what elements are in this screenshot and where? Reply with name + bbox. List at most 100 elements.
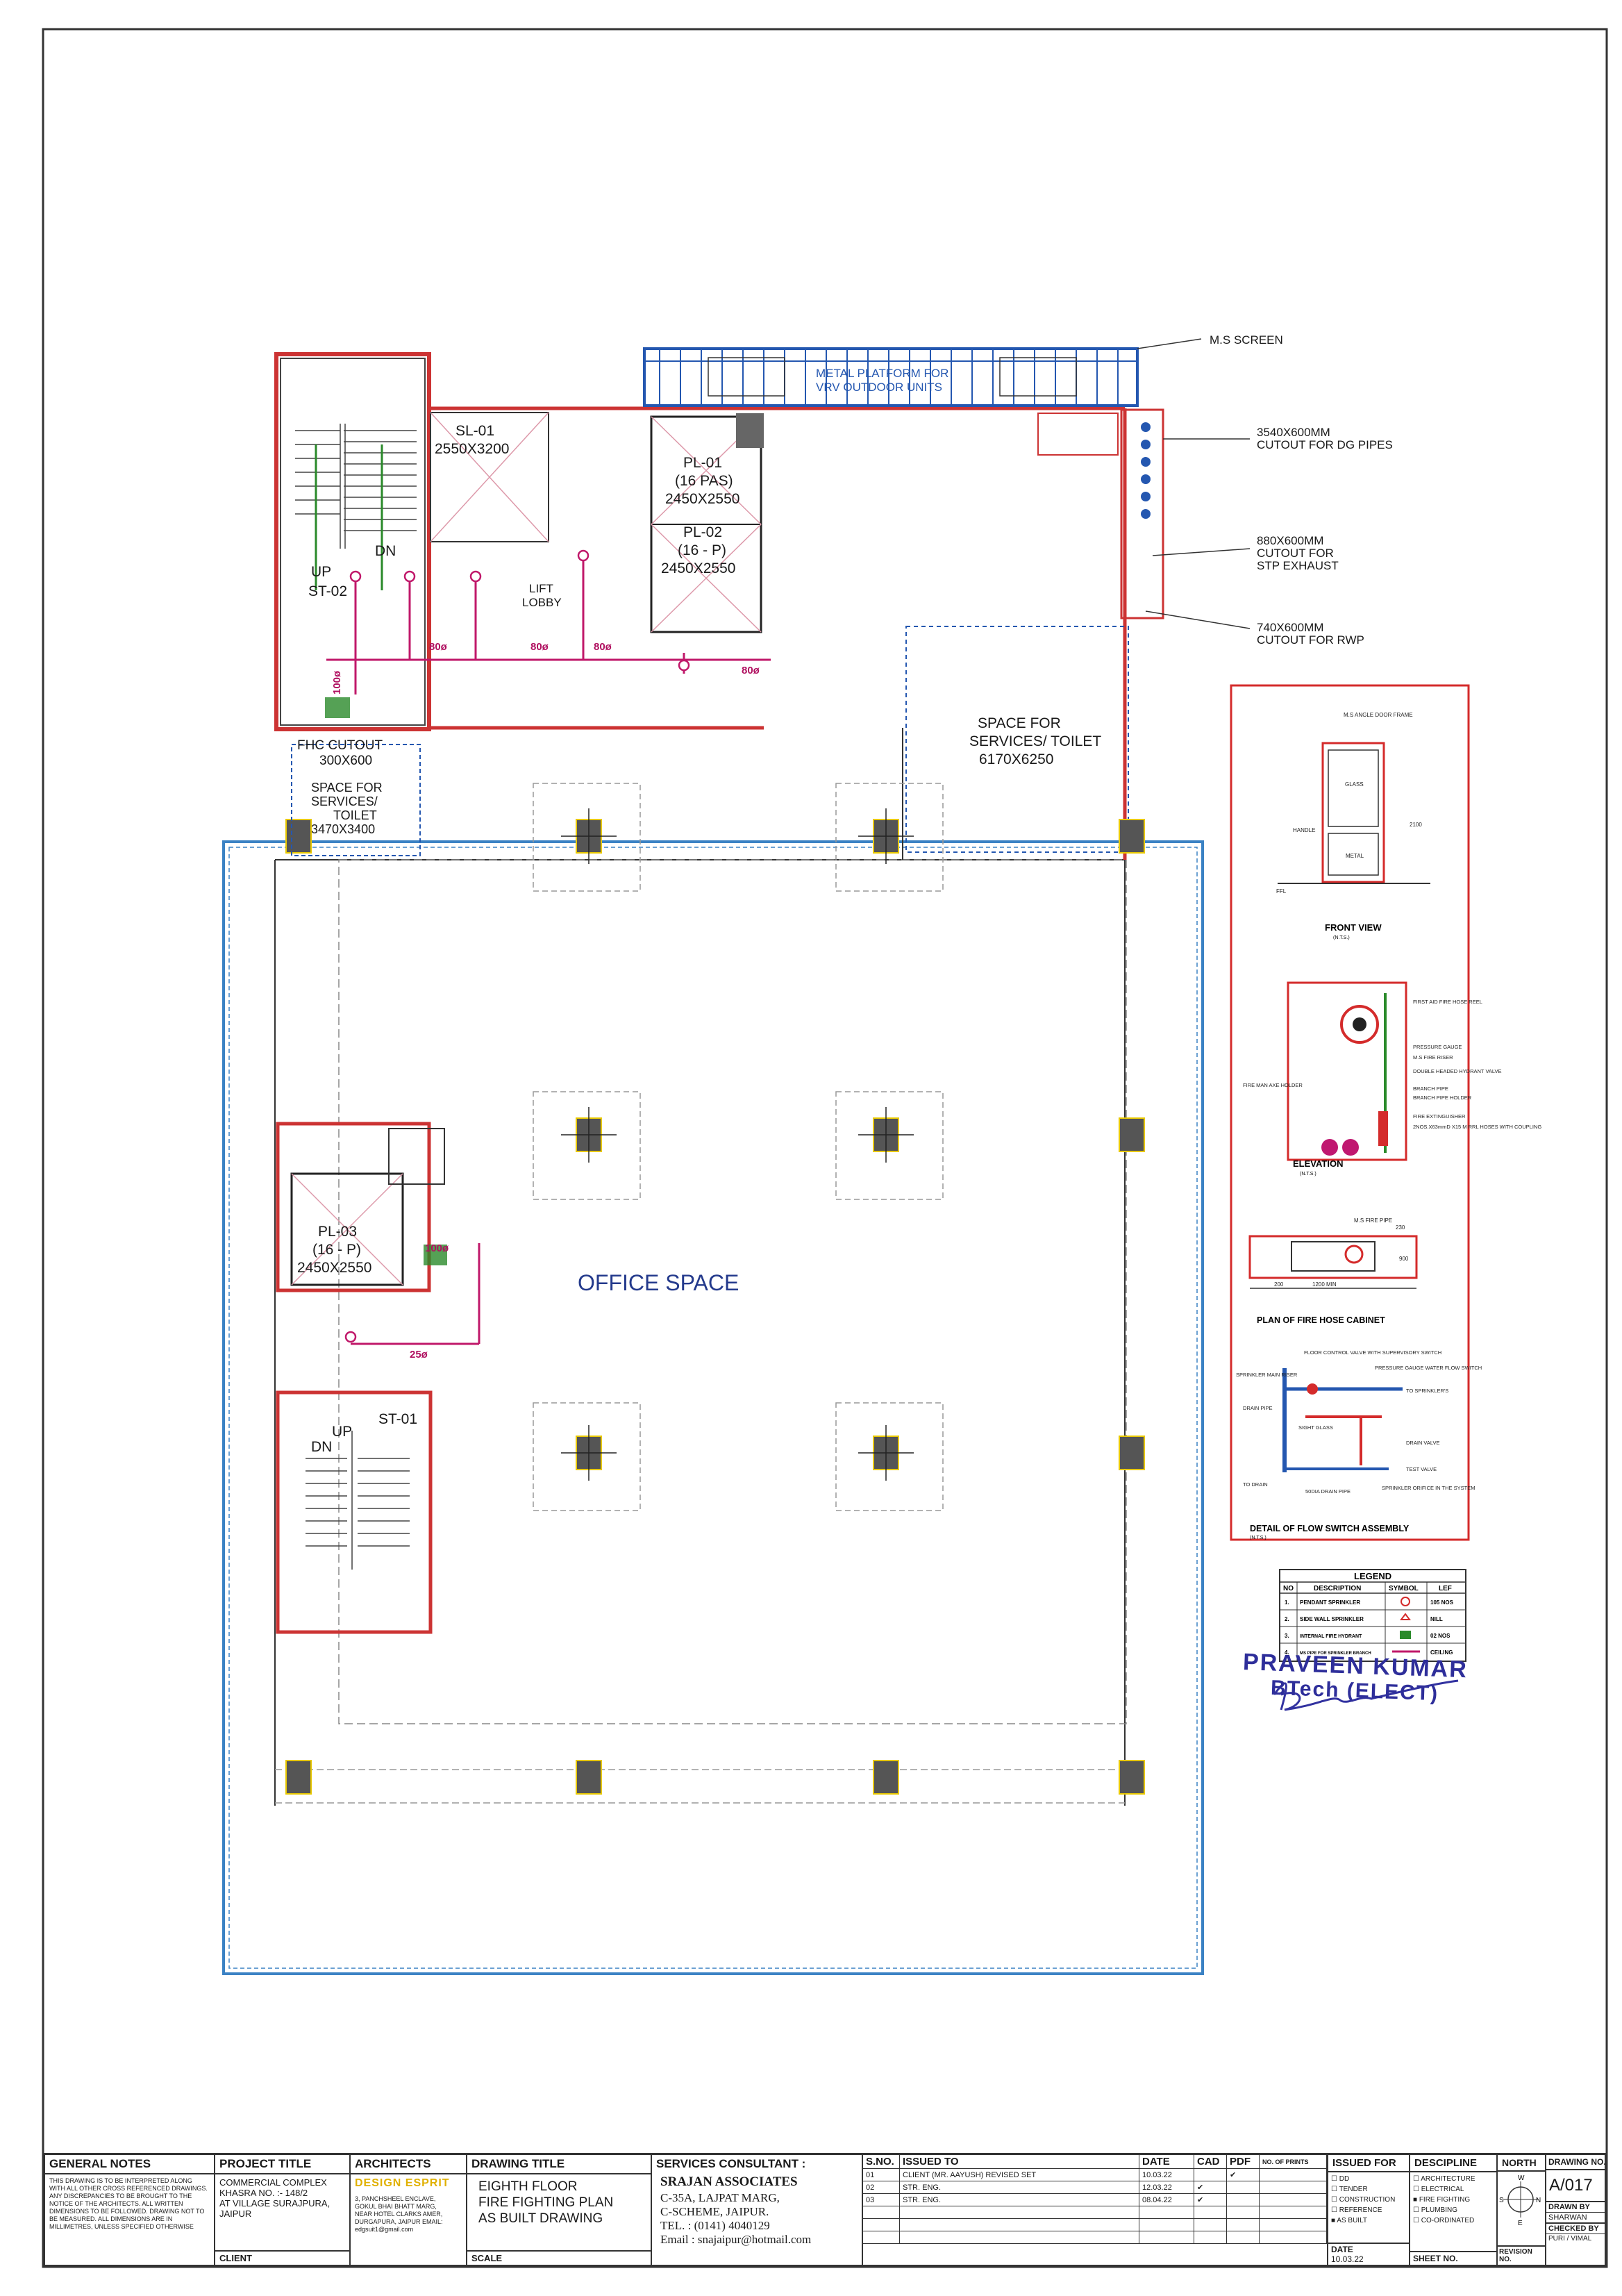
side-wall-sprinkler-icon bbox=[1400, 1613, 1411, 1620]
signature-block: PRAVEEN KUMAR BTech (ELECT) bbox=[1242, 1649, 1479, 1705]
north-compass-icon: W S E N bbox=[1499, 2174, 1541, 2227]
label-pl02-2: (16 - P) bbox=[678, 542, 726, 558]
legend-row-lef: 02 NOS bbox=[1430, 1633, 1450, 1639]
label-svc-big-3: 6170X6250 bbox=[979, 751, 1053, 767]
label-pl01-2: (16 PAS) bbox=[675, 473, 733, 489]
rev-prints bbox=[1259, 2181, 1327, 2194]
label-svc-big-2: SERVICES/ TOILET bbox=[969, 733, 1101, 749]
detail-branch-pipe: BRANCH PIPE bbox=[1413, 1085, 1448, 1092]
detail-metal: METAL bbox=[1346, 853, 1364, 859]
label-svc-small-3: TOILET bbox=[333, 808, 377, 822]
legend-title: LEGEND bbox=[1354, 1571, 1391, 1581]
pendant-sprinkler-icon bbox=[1401, 1597, 1410, 1606]
checkbox-filled-icon: ■ bbox=[1413, 2196, 1419, 2204]
project-title-text: COMMERCIAL COMPLEX KHASRA NO. :- 148/2 A… bbox=[219, 2177, 331, 2219]
legend-h-desc: DESCRIPTION bbox=[1314, 1585, 1361, 1592]
detail-plan-fhc: PLAN OF FIRE HOSE CABINET bbox=[1257, 1315, 1385, 1325]
consultant-tel: TEL. : (0141) 4040129 bbox=[660, 2219, 770, 2232]
rev-h-date: DATE bbox=[1139, 2155, 1194, 2169]
consultant-line-2: C-SCHEME, JAIPUR. bbox=[660, 2205, 769, 2218]
check-icon: ✔ bbox=[1194, 2181, 1227, 2194]
label-pipe-80-a: 80ø bbox=[429, 641, 448, 653]
detail-double-headed: DOUBLE HEADED HYDRANT VALVE bbox=[1413, 1068, 1502, 1074]
rev-pdf bbox=[1226, 2181, 1260, 2194]
discipline-architecture: ☐ ARCHITECTURE bbox=[1413, 2175, 1475, 2183]
label-sl01-2: 2550X3200 bbox=[435, 441, 509, 457]
label-metal-platform-2: VRV OUTDOOR UNITS bbox=[816, 381, 942, 394]
rev-to: STR. ENG. bbox=[899, 2193, 1139, 2206]
label-fhc-2: 300X600 bbox=[319, 754, 372, 768]
drawing-no: A/017 bbox=[1546, 2170, 1606, 2202]
label-pipe-25: 25ø bbox=[410, 1349, 428, 1361]
rev-h-sno: S.NO. bbox=[863, 2155, 900, 2169]
revision-table: S.NO. ISSUED TO DATE CAD PDF NO. OF PRIN… bbox=[863, 2155, 1328, 2265]
checkbox-icon: ☐ bbox=[1413, 2206, 1421, 2214]
sheet-border bbox=[42, 28, 1608, 2268]
detail-branch-holder: BRANCH PIPE HOLDER bbox=[1413, 1095, 1472, 1101]
detail-ms-fire-riser: M.S FIRE RISER bbox=[1413, 1054, 1453, 1060]
checkbox-icon: ☐ bbox=[1331, 2186, 1339, 2193]
architects-address: 3, PANCHSHEEL ENCLAVE, GOKUL BHAI BHATT … bbox=[355, 2195, 443, 2233]
legend-row-no: 2. bbox=[1285, 1616, 1289, 1622]
consultant-email: Email : snajaipur@hotmail.com bbox=[660, 2233, 812, 2246]
label-pl03-2: (16 - P) bbox=[312, 1242, 361, 1258]
architects-logo: DESIGN ESPRIT bbox=[355, 2177, 450, 2189]
detail-glass: GLASS bbox=[1345, 781, 1364, 788]
detail-fire-ext: FIRE EXTINGUISHER bbox=[1413, 1113, 1466, 1120]
checkbox-icon: ☐ bbox=[1331, 2206, 1339, 2214]
check-icon: ✔ bbox=[1194, 2193, 1227, 2206]
check-icon: ✔ bbox=[1226, 2168, 1260, 2181]
label-cutout-dg-2: CUTOUT FOR DG PIPES bbox=[1257, 438, 1393, 451]
discipline-header: DESCIPLINE bbox=[1410, 2155, 1496, 2172]
label-st01: ST-01 bbox=[378, 1411, 417, 1427]
general-notes-text: THIS DRAWING IS TO BE INTERPRETED ALONG … bbox=[49, 2177, 208, 2230]
label-pl03-1: PL-03 bbox=[318, 1224, 357, 1240]
legend-row-no: 1. bbox=[1285, 1599, 1289, 1606]
discipline: DESCIPLINE ☐ ARCHITECTURE ☐ ELECTRICAL ■… bbox=[1410, 2155, 1498, 2265]
revision-row: 02 STR. ENG. 12.03.22 ✔ bbox=[863, 2181, 1327, 2194]
label-metal-platform-1: METAL PLATFORM FOR bbox=[816, 367, 948, 380]
rev-sno: 01 bbox=[863, 2168, 900, 2181]
detail-pg-wfs: PRESSURE GAUGE WATER FLOW SWITCH bbox=[1375, 1365, 1482, 1371]
label-cutout-stp-3: STP EXHAUST bbox=[1257, 559, 1339, 572]
drawn-by-header: DRAWN BY bbox=[1546, 2202, 1606, 2213]
discipline-coordinated: ☐ CO-ORDINATED bbox=[1413, 2217, 1475, 2224]
architects-header: ARCHITECTS bbox=[351, 2155, 466, 2174]
client-header: CLIENT bbox=[215, 2250, 349, 2265]
label-pipe-80-d: 80ø bbox=[742, 665, 760, 676]
drawing-title-header: DRAWING TITLE bbox=[467, 2155, 651, 2174]
services-toilet-zone bbox=[905, 626, 1129, 853]
rev-h-prints: NO. OF PRINTS bbox=[1259, 2155, 1327, 2169]
detail-hoses: 2NOS.X63mmD X15 M RRL HOSES WITH COUPLIN… bbox=[1413, 1124, 1541, 1130]
stair-st02-walls bbox=[274, 352, 431, 731]
rev-pdf bbox=[1226, 2193, 1260, 2206]
detail-elevation-sub: (N.T.S.) bbox=[1300, 1172, 1316, 1176]
legend-row-desc: SIDE WALL SPRINKLER bbox=[1300, 1616, 1364, 1622]
checkbox-icon: ☐ bbox=[1413, 2186, 1421, 2193]
legend-row-no: 3. bbox=[1285, 1633, 1289, 1639]
checkbox-icon: ☐ bbox=[1331, 2196, 1339, 2204]
label-pl02-3: 2450X2550 bbox=[661, 560, 735, 576]
scale-header: SCALE bbox=[467, 2250, 651, 2265]
issued-for: ISSUED FOR ☐ DD ☐ TENDER ☐ CONSTRUCTION … bbox=[1328, 2155, 1410, 2265]
rev-to: CLIENT (MR. AAYUSH) REVISED SET bbox=[899, 2168, 1139, 2181]
revision-row: 03 STR. ENG. 08.04.22 ✔ bbox=[863, 2193, 1327, 2206]
details-panel: M.S ANGLE DOOR FRAME GLASS HANDLE METAL … bbox=[1230, 684, 1541, 1541]
legend-h-no: NO bbox=[1283, 1585, 1294, 1592]
checked-by-header: CHECKED BY bbox=[1546, 2224, 1606, 2234]
consultant-line-1: C-35A, LAJPAT MARG, bbox=[660, 2191, 780, 2204]
checked-by: PURI / VIMAL bbox=[1548, 2235, 1592, 2243]
detail-drain-valve: DRAIN VALVE bbox=[1406, 1440, 1440, 1446]
issued-for-construction: ☐ CONSTRUCTION bbox=[1331, 2196, 1396, 2204]
label-pipe-100-b: 100ø bbox=[425, 1242, 449, 1254]
detail-drain-pipe2: 50DIA DRAIN PIPE bbox=[1305, 1488, 1351, 1495]
detail-flow-switch-sub: (N.T.S.) bbox=[1250, 1536, 1266, 1540]
detail-dim-230: 230 bbox=[1396, 1224, 1405, 1231]
drawn-by: SHARWAN bbox=[1546, 2213, 1606, 2224]
detail-elevation: ELEVATION bbox=[1293, 1158, 1343, 1169]
label-office-space: OFFICE SPACE bbox=[578, 1270, 739, 1295]
rev-prints bbox=[1259, 2168, 1327, 2181]
legend-h-symbol: SYMBOL bbox=[1389, 1585, 1419, 1592]
detail-dim-2100: 2100 bbox=[1410, 822, 1422, 828]
sheet-no-header: SHEET NO. bbox=[1410, 2251, 1496, 2265]
